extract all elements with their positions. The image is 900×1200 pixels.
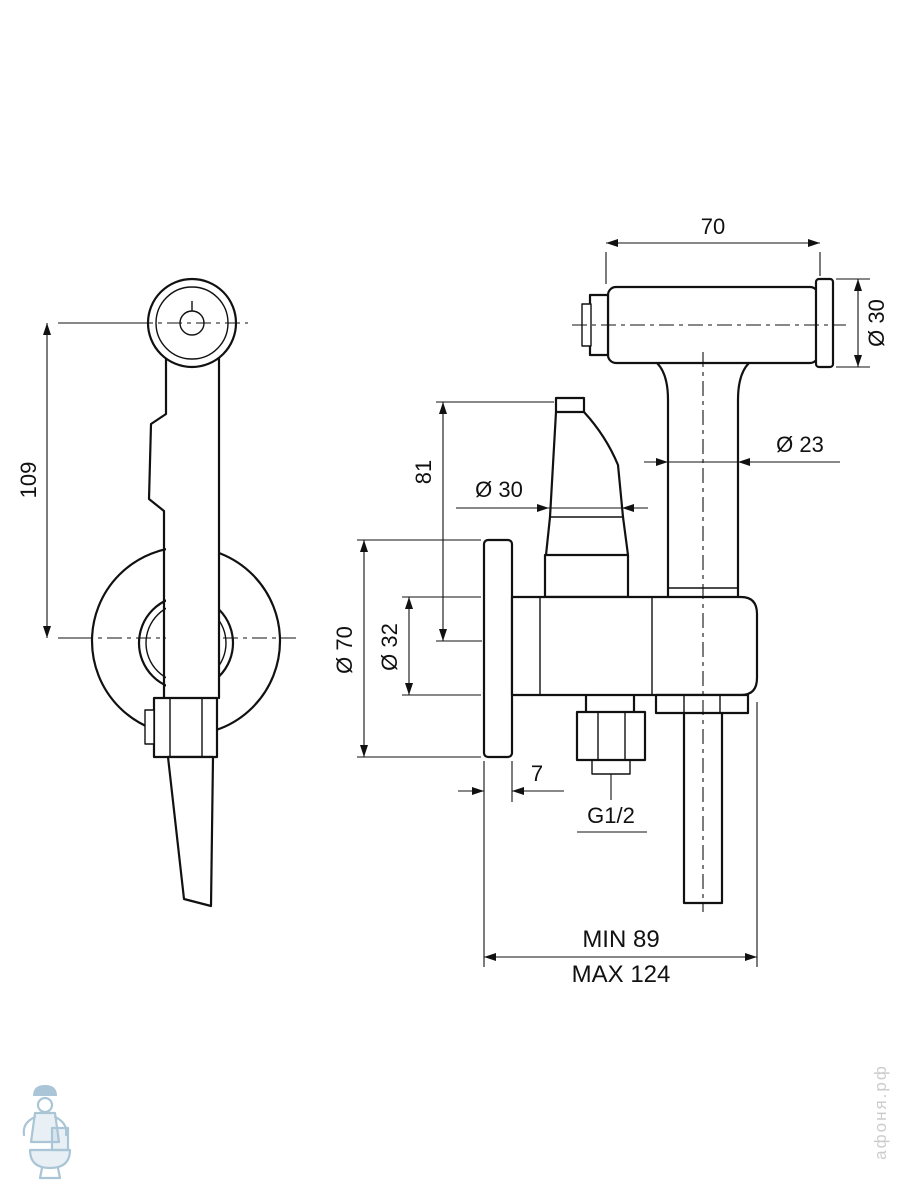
toilet-tank-icon — [50, 1126, 70, 1152]
dim-holder-height: 81 — [411, 401, 554, 642]
holder-cone — [544, 515, 630, 557]
holder-top-cap — [554, 396, 586, 414]
head-end-cap — [814, 277, 835, 369]
dim-flange-thickness: 7 — [458, 761, 564, 967]
dim-head-diameter-label: Ø 30 — [864, 299, 889, 347]
dim-head-length: 70 — [605, 214, 821, 284]
dim-flange-thickness-label: 7 — [531, 761, 543, 786]
dim-tube-diameter-label: Ø 23 — [776, 432, 824, 457]
hose-nut-block — [152, 696, 219, 759]
plumber-arm-left-icon — [22, 1115, 37, 1137]
holder-left-edge — [548, 410, 558, 519]
outlet-stub — [591, 760, 631, 775]
dim-tube-diameter: Ø 23 — [644, 432, 840, 466]
thread-callout: G1/2 — [577, 774, 647, 833]
dim-depth-max-label: MAX 124 — [572, 961, 671, 988]
lower-grip — [166, 755, 215, 908]
front-view — [482, 277, 846, 912]
plumber-hat-icon — [33, 1085, 57, 1096]
tube-right-edge — [736, 361, 751, 602]
handle-body-fill — [166, 357, 219, 698]
plumber-arm-right-icon — [53, 1115, 68, 1137]
hose-nut-tab — [144, 709, 155, 745]
dim-head-length-label: 70 — [701, 214, 725, 239]
thread-label: G1/2 — [587, 803, 635, 828]
dim-side-height: 109 — [16, 322, 146, 639]
toilet-base-icon — [38, 1166, 62, 1180]
holder-base-block — [543, 553, 630, 599]
toilet-bowl-icon — [28, 1148, 72, 1170]
dim-holder-height-label: 81 — [411, 460, 436, 484]
dim-holder-diameter-label: Ø 30 — [475, 477, 523, 502]
outlet-hex-nut — [575, 710, 647, 762]
dim-depth-min-label: MIN 89 — [582, 926, 659, 953]
side-view — [78, 277, 296, 908]
valve-body — [510, 595, 759, 697]
plumber-head-icon — [36, 1096, 54, 1114]
handle-left-edge — [147, 357, 168, 700]
dim-body-diameter: Ø 32 — [377, 596, 481, 696]
dim-depth: MIN 89 MAX 124 — [484, 702, 758, 988]
dim-head-diameter: Ø 30 — [836, 278, 889, 368]
dim-flange-diameter-label: Ø 70 — [332, 626, 357, 674]
wall-flange — [482, 538, 514, 759]
dim-holder-diameter: Ø 30 — [456, 477, 648, 512]
dim-body-diameter-label: Ø 32 — [377, 623, 402, 671]
dim-flange-diameter: Ø 70 — [332, 539, 481, 758]
tube-left-edge — [655, 361, 670, 602]
watermark-site-text: афоня.рф — [871, 1064, 890, 1160]
dim-side-height-label: 109 — [16, 462, 41, 499]
holder-right-edge — [582, 410, 625, 519]
union-collar — [654, 693, 750, 715]
watermark-logo — [22, 1085, 72, 1180]
